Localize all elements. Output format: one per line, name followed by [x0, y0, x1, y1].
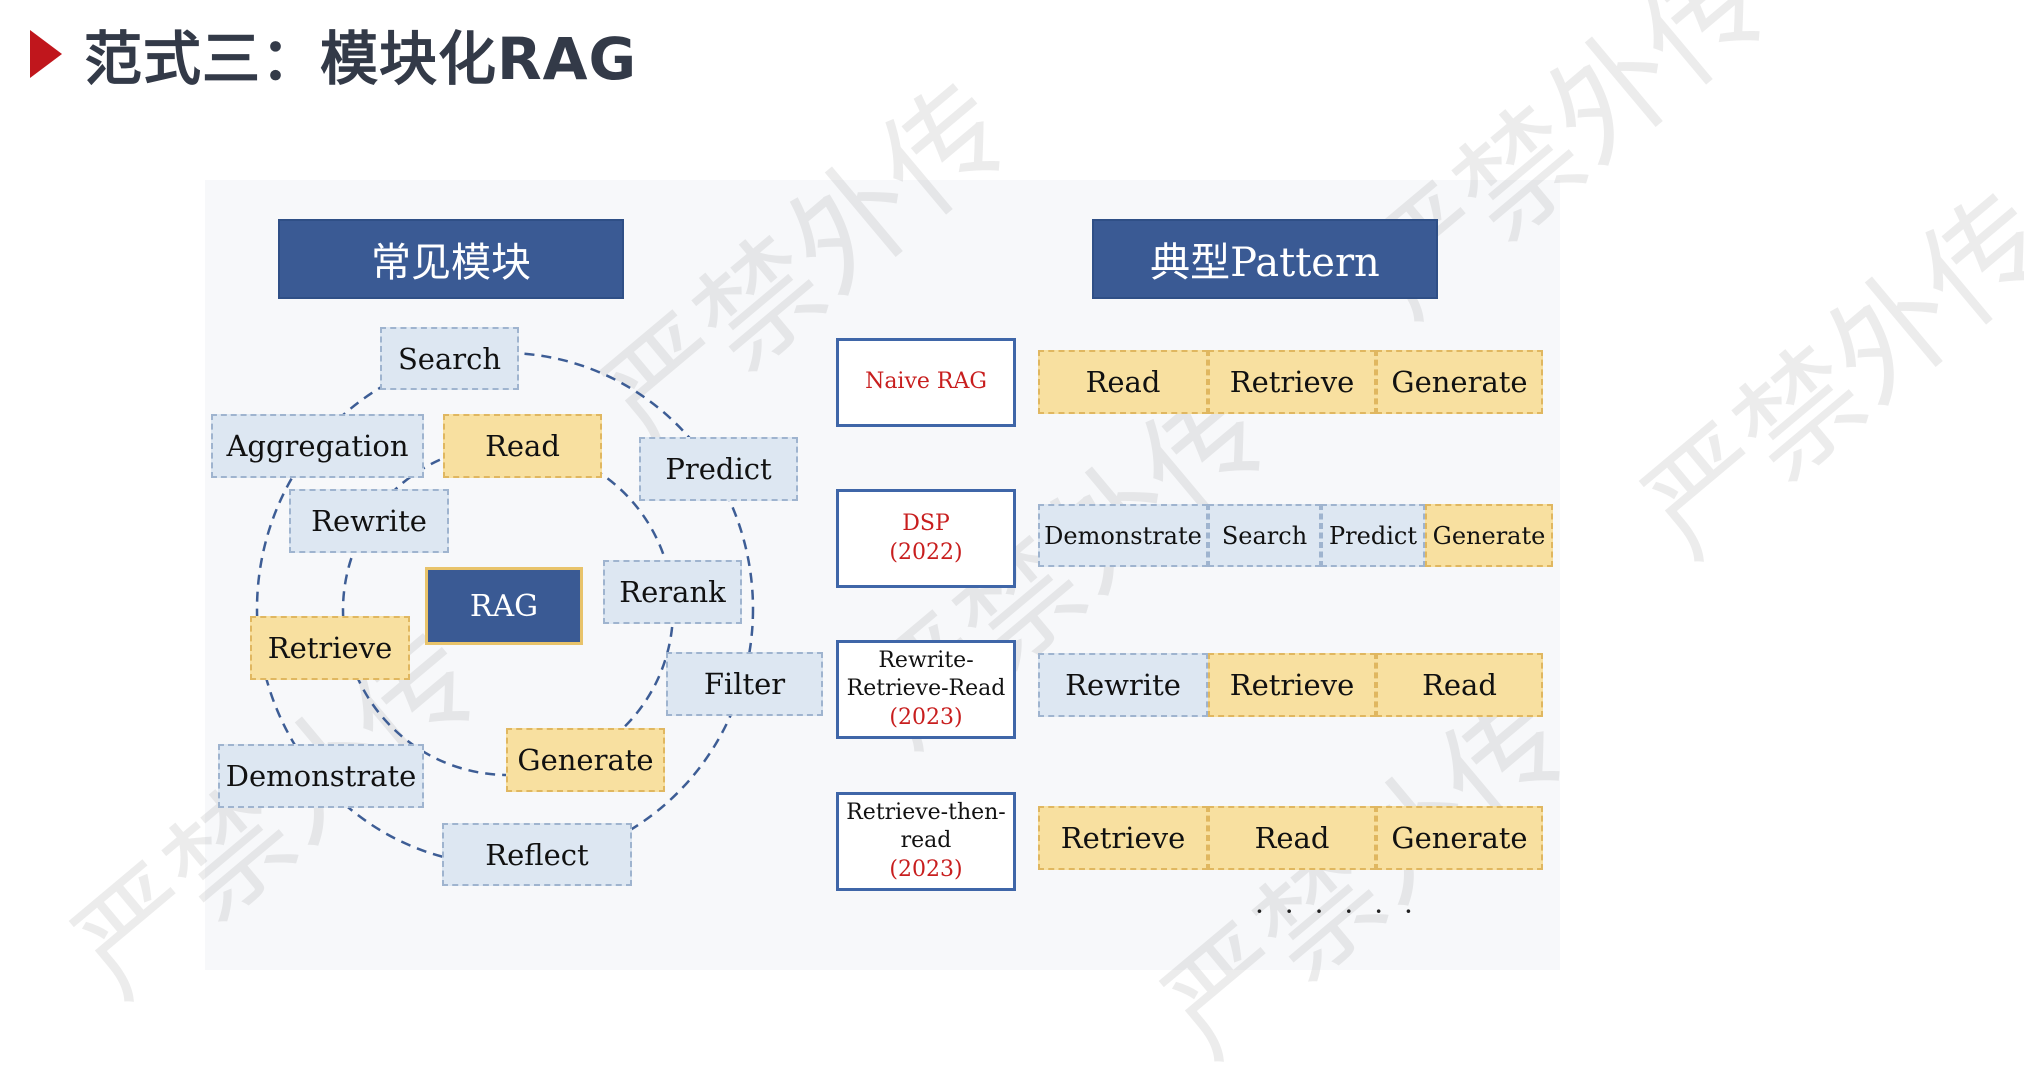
pattern-label-dsp: DSP (2022): [836, 489, 1016, 588]
step-read: Read: [1208, 806, 1376, 870]
step-generate: Generate: [1376, 350, 1543, 414]
step-generate: Generate: [1425, 504, 1553, 567]
pattern-row-naive-rag: Read Retrieve Generate: [1038, 350, 1543, 414]
pattern-label-line: Naive RAG: [865, 369, 987, 395]
pattern-row-rewrite-retrieve-read: Rewrite Retrieve Read: [1038, 653, 1543, 717]
slide-title: 范式三：模块化RAG: [30, 14, 637, 94]
step-retrieve: Retrieve: [1038, 806, 1208, 870]
pattern-row-dsp: Demonstrate Search Predict Generate: [1038, 504, 1553, 567]
module-generate: Generate: [506, 728, 665, 792]
module-rerank: Rerank: [603, 560, 742, 624]
module-predict: Predict: [639, 437, 798, 501]
module-retrieve: Retrieve: [250, 616, 410, 680]
pattern-label-line: Retrieve-Read: [846, 676, 1006, 702]
step-retrieve: Retrieve: [1208, 653, 1376, 717]
step-read: Read: [1376, 653, 1543, 717]
pattern-label-rewrite-retrieve-read: Rewrite- Retrieve-Read (2023): [836, 640, 1016, 739]
step-demonstrate: Demonstrate: [1038, 504, 1208, 567]
module-rewrite: Rewrite: [289, 489, 449, 553]
module-reflect: Reflect: [442, 823, 632, 886]
ellipsis: · · · · · ·: [1255, 895, 1419, 928]
left-header: 常见模块: [278, 219, 624, 299]
right-header: 典型Pattern: [1092, 219, 1438, 299]
step-generate: Generate: [1376, 806, 1543, 870]
module-filter: Filter: [666, 652, 823, 716]
pattern-label-line: read: [900, 828, 952, 854]
pattern-label-year: (2023): [889, 856, 963, 882]
pattern-row-retrieve-then-read: Retrieve Read Generate: [1038, 806, 1543, 870]
module-search: Search: [380, 327, 519, 390]
module-read: Read: [443, 414, 602, 478]
step-predict: Predict: [1321, 504, 1425, 567]
pattern-label-year: (2023): [889, 704, 963, 730]
pattern-label-line: DSP: [902, 510, 950, 536]
pattern-label-line: Retrieve-then-: [846, 799, 1006, 825]
module-demonstrate: Demonstrate: [218, 744, 424, 808]
pattern-label-naive-rag: Naive RAG: [836, 338, 1016, 427]
step-rewrite: Rewrite: [1038, 653, 1208, 717]
center-rag: RAG: [425, 567, 583, 645]
title-text: 范式三：模块化RAG: [84, 25, 638, 93]
step-read: Read: [1038, 350, 1208, 414]
triangle-bullet-icon: [30, 30, 62, 78]
pattern-label-retrieve-then-read: Retrieve-then- read (2023): [836, 792, 1016, 891]
step-search: Search: [1208, 504, 1321, 567]
step-retrieve: Retrieve: [1208, 350, 1376, 414]
module-aggregation: Aggregation: [211, 414, 424, 478]
pattern-label-year: (2022): [889, 539, 963, 565]
pattern-label-line: Rewrite-: [878, 647, 974, 673]
